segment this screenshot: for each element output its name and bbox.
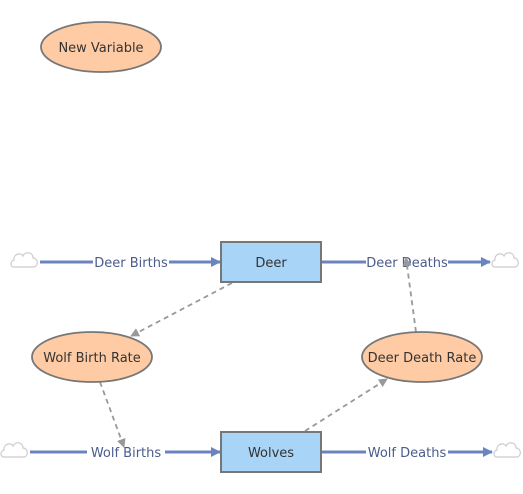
variable-new-variable[interactable]: New Variable [40,21,162,73]
flow-label: Wolf Deaths [368,446,447,461]
flow-wolf-deaths[interactable]: Wolf Deaths [322,443,493,461]
link-deer-death-rate-to-deer-deaths[interactable] [402,257,417,333]
cloud-icon [10,252,38,268]
stock-deer[interactable]: Deer [220,241,322,283]
cloud-icon [491,252,519,268]
link-wolves-to-deer-death-rate[interactable] [304,378,388,432]
link-deer-to-wolf-birth-rate[interactable] [130,282,233,337]
flow-deer-births[interactable]: Deer Births [40,253,221,271]
cloud-icon [0,442,28,458]
link-wolf-birth-rate-to-wolf-births[interactable] [99,381,126,448]
stock-label: Deer [255,256,287,271]
variable-label: Deer Death Rate [368,351,477,366]
variable-label: New Variable [58,41,143,56]
stock-label: Wolves [248,446,294,461]
flow-wolf-births[interactable]: Wolf Births [30,443,221,461]
stock-wolves[interactable]: Wolves [220,431,322,473]
flow-deer-deaths[interactable]: Deer Deaths [322,253,491,271]
variable-label: Wolf Birth Rate [43,351,141,366]
cloud-icon [493,442,521,458]
variable-wolf-birth-rate[interactable]: Wolf Birth Rate [31,331,153,383]
flow-label: Deer Births [94,256,168,271]
flow-label: Wolf Births [91,446,162,461]
variable-deer-death-rate[interactable]: Deer Death Rate [361,331,483,383]
